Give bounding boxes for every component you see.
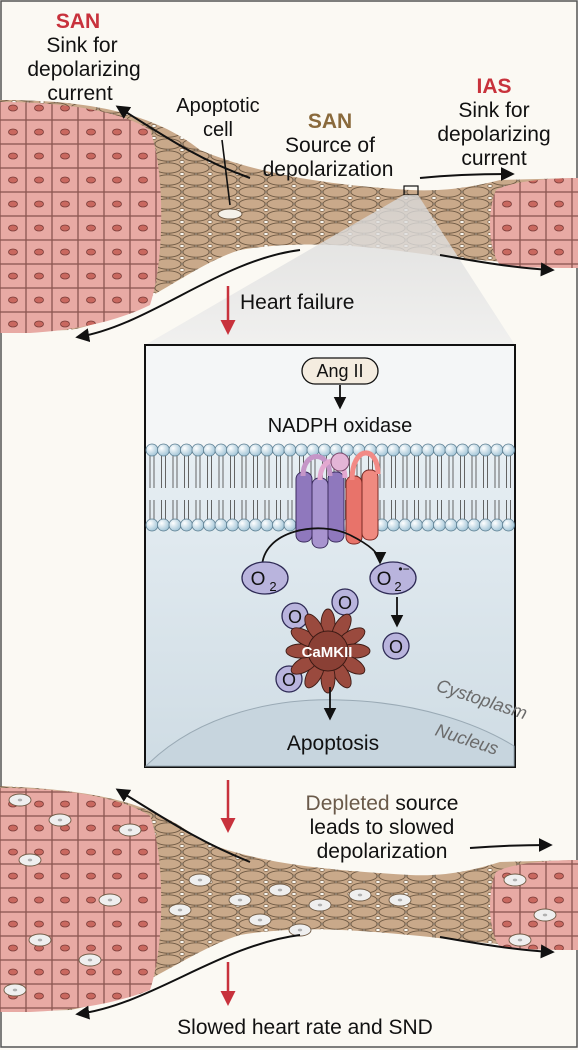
apoptotic-pointer bbox=[221, 139, 231, 206]
superoxide-subscript: 2 bbox=[394, 579, 401, 594]
bottom-sink-arrow-left bbox=[115, 788, 251, 863]
bottom-arrow-left bbox=[75, 249, 301, 343]
bottom-arrow-lower-left bbox=[75, 934, 301, 1020]
bottom-arrow-lower-right bbox=[439, 936, 555, 959]
oxidant-circle-3 bbox=[382, 632, 410, 660]
inset-panel: Ang II NADPH oxidase O 2 O 2 •− O O bbox=[144, 344, 530, 768]
depleted-word: Depleted bbox=[306, 792, 390, 815]
superoxide-superscript: •− bbox=[398, 562, 409, 576]
source-title: SAN bbox=[308, 110, 352, 133]
top-left-atrial-tissue bbox=[0, 102, 162, 333]
apoptotic-label-line2: cell bbox=[203, 119, 233, 141]
camkii-holoenzyme bbox=[285, 608, 371, 694]
membrane-bilayer bbox=[145, 443, 515, 532]
electron-path bbox=[261, 527, 351, 569]
depleted-source-line2: leads to slowed bbox=[310, 816, 455, 839]
zoom-projection bbox=[145, 195, 515, 345]
apoptotic-label-line1: Apoptotic bbox=[176, 95, 259, 117]
sink-arrow-left bbox=[115, 105, 251, 179]
source-line2: depolarization bbox=[263, 158, 394, 181]
superoxide-arrow bbox=[349, 534, 387, 565]
o2-bubble bbox=[241, 561, 289, 595]
superoxide-bubble bbox=[369, 561, 417, 595]
source-word: source bbox=[390, 792, 459, 815]
bottom-right-atrial-tissue bbox=[490, 860, 578, 950]
oxidant-label-3: O bbox=[389, 637, 403, 657]
superoxide-text: O bbox=[377, 569, 392, 590]
right-sink-title: IAS bbox=[476, 75, 511, 98]
top-tissue bbox=[0, 100, 578, 345]
oxidant-label-1: O bbox=[288, 607, 302, 627]
ang-ii-label: Ang II bbox=[316, 361, 363, 381]
bottom-sink-arrow-right bbox=[469, 838, 553, 853]
bottom-left-atrial-tissue bbox=[0, 788, 162, 1012]
apoptosis-label: Apoptosis bbox=[287, 732, 379, 755]
ang-ii-pill bbox=[301, 357, 379, 385]
heart-failure-label: Heart failure bbox=[240, 291, 354, 314]
depleted-source-line3: depolarization bbox=[317, 840, 448, 863]
bottom-arrow-right bbox=[439, 254, 555, 277]
bottom-tissue bbox=[0, 786, 578, 1012]
apoptotic-cell bbox=[217, 208, 243, 220]
right-sink-line2: depolarizing bbox=[437, 123, 550, 146]
nucleus-area bbox=[144, 699, 515, 767]
right-sink-line3: current bbox=[461, 147, 527, 170]
left-sink-line2: depolarizing bbox=[27, 58, 140, 81]
top-right-atrial-tissue bbox=[490, 178, 578, 268]
outcome-label: Slowed heart rate and SND bbox=[177, 1016, 433, 1039]
source-line1: Source of bbox=[285, 134, 375, 157]
nadph-oxidase-complex bbox=[295, 450, 381, 549]
left-sink-line3: current bbox=[47, 82, 113, 105]
camkii-label: CaMKII bbox=[302, 644, 353, 661]
depleted-source-line1: Depleted source bbox=[306, 792, 459, 815]
oxidant-label-2: O bbox=[338, 593, 352, 613]
oxidant-label-4: O bbox=[282, 670, 296, 690]
nadph-oxidase-label: NADPH oxidase bbox=[268, 415, 413, 437]
left-sink-line1: Sink for bbox=[46, 34, 117, 57]
o2-text: O bbox=[251, 569, 266, 590]
right-sink-line1: Sink for bbox=[458, 99, 529, 122]
sink-arrow-right bbox=[419, 167, 515, 182]
o2-subscript: 2 bbox=[269, 579, 276, 594]
left-sink-title: SAN bbox=[56, 10, 100, 33]
